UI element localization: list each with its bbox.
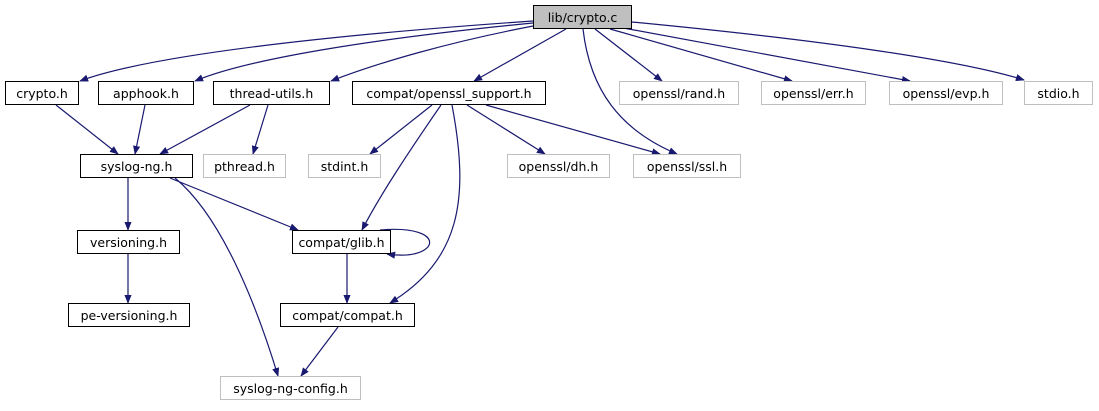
edge-syslog-ng-h-to-syslog-ng-config-h [174,177,280,377]
edge-crypto-h-to-syslog-ng-h [55,104,119,155]
edge-thread-utils-h-to-syslog-ng-h [159,104,251,155]
node-label: pthread.h [214,158,275,174]
edge-root-to-openssl-rand-h [594,28,663,82]
edge-compat-glib-h-to-compat-glib-h [379,228,431,259]
node-label: openssl/evp.h [902,85,990,101]
node-label: pe-versioning.h [80,307,178,323]
node-label: stdint.h [320,158,369,174]
edge-root-to-thread-utils-h [330,25,534,82]
node-label: compat/compat.h [292,307,403,323]
node-thread-utils-h[interactable]: thread-utils.h [213,81,330,105]
node-label: thread-utils.h [229,85,314,101]
node-stdint-h: stdint.h [308,154,381,178]
edge-openssl-support-h-to-compat-glib-h [361,104,442,231]
node-label: compat/openssl_support.h [366,85,532,101]
node-label: syslog-ng-config.h [233,380,348,396]
node-openssl-err-h: openssl/err.h [761,81,866,105]
node-label: versioning.h [89,234,167,250]
node-label: openssl/err.h [773,85,854,101]
node-label: openssl/dh.h [518,158,599,174]
node-stdio-h: stdio.h [1024,81,1093,105]
edge-apphook-h-to-syslog-ng-h [133,104,146,155]
node-label: compat/glib.h [298,234,385,250]
node-pe-versioning-h[interactable]: pe-versioning.h [68,303,190,327]
edge-thread-utils-h-to-pthread-h [251,104,269,155]
node-label: lib/crypto.c [547,9,618,25]
node-pthread-h: pthread.h [203,154,286,178]
edge-openssl-support-h-to-compat-compat-h [389,104,461,304]
node-syslog-ng-h[interactable]: syslog-ng.h [80,154,193,178]
node-label: crypto.h [16,85,68,101]
node-openssl-support-h[interactable]: compat/openssl_support.h [352,81,546,105]
node-versioning-h[interactable]: versioning.h [77,230,180,254]
node-openssl-evp-h: openssl/evp.h [889,81,1003,105]
edge-compat-compat-h-to-syslog-ng-config-h [300,326,339,377]
node-root[interactable]: lib/crypto.c [533,5,632,29]
edge-root-to-crypto-h [79,20,534,82]
node-syslog-ng-config-h: syslog-ng-config.h [220,376,361,400]
node-openssl-ssl-h: openssl/ssl.h [633,154,741,178]
edge-syslog-ng-h-to-compat-glib-h [169,177,299,231]
edge-openssl-support-h-to-stdint-h [369,104,433,155]
node-label: apphook.h [113,85,179,101]
edge-root-to-openssl-support-h [473,28,567,82]
edge-root-to-stdio-h [631,21,1025,82]
node-openssl-rand-h: openssl/rand.h [619,81,739,105]
edge-root-to-openssl-evp-h [617,26,911,84]
edge-root-to-apphook-h [194,22,534,82]
node-crypto-h[interactable]: crypto.h [5,81,79,105]
node-openssl-dh-h: openssl/dh.h [507,154,610,178]
edge-openssl-support-h-to-openssl-ssl-h [485,104,661,156]
edge-openssl-support-h-to-openssl-dh-h [466,104,546,155]
edge-root-to-openssl-err-h [609,28,793,83]
node-label: openssl/rand.h [632,85,726,101]
node-label: stdio.h [1037,85,1080,101]
node-apphook-h[interactable]: apphook.h [98,81,194,105]
node-compat-glib-h[interactable]: compat/glib.h [292,230,391,254]
node-compat-compat-h[interactable]: compat/compat.h [280,303,415,327]
edge-root-to-openssl-ssl-h [582,28,678,155]
node-label: syslog-ng.h [100,158,173,174]
node-label: openssl/ssl.h [646,158,728,174]
